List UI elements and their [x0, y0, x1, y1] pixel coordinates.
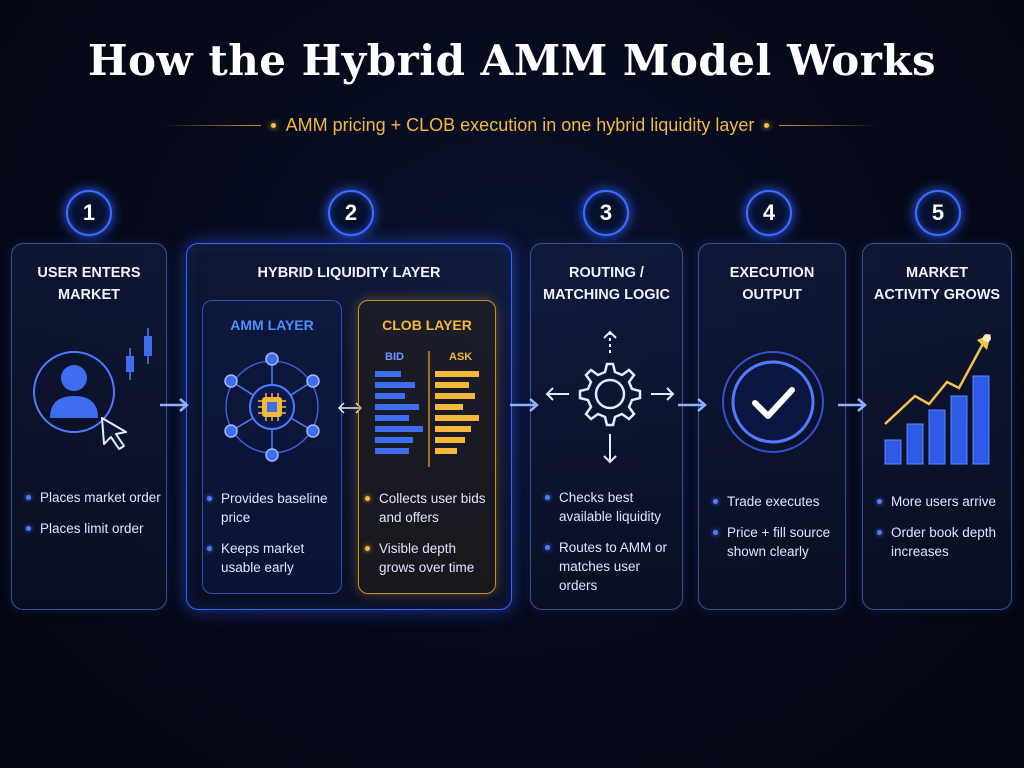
bid-label: BID [385, 351, 404, 363]
bullet: Order book depth increases [877, 523, 1011, 561]
arrow-right-icon [838, 398, 867, 412]
page-title: How the Hybrid AMM Model Works [87, 36, 937, 85]
step-card-user-enters-market: USER ENTERS MARKET Places market order P… [11, 243, 167, 610]
arrow-right-icon [510, 398, 539, 412]
step-card-execution-output: EXECUTION OUTPUT Trade executes Price + … [698, 243, 846, 610]
arrow-right-icon [678, 398, 707, 412]
step-number-2: 2 [328, 190, 374, 236]
amm-layer-panel: AMM LAYER Provides baseline price Keeps … [202, 300, 342, 594]
step-title: HYBRID LIQUIDITY LAYER [257, 265, 441, 281]
subtitle-dot-left [270, 122, 276, 128]
bullet: Price + fill source shown clearly [713, 523, 843, 561]
step-card-routing-matching-logic: ROUTING / MATCHING LOGIC Checks best ava… [530, 243, 683, 610]
clob-layer-panel: CLOB LAYER BID ASK Collects user bids an… [358, 300, 496, 594]
bidirectional-arrow-icon [337, 402, 363, 414]
ask-label: ASK [449, 351, 473, 363]
bullet: Routes to AMM or matches user orders [545, 538, 681, 595]
bullet: Visible depth grows over time [365, 539, 495, 577]
bullet: Checks best available liquidity [545, 488, 681, 526]
step-number-4: 4 [746, 190, 792, 236]
subtitle-divider-right [779, 124, 880, 126]
bullet: Provides baseline price [207, 489, 341, 527]
bullet: Keeps market usable early [207, 539, 341, 577]
clob-layer-title: CLOB LAYER [382, 317, 472, 333]
subtitle: AMM pricing + CLOB execution in one hybr… [285, 114, 755, 135]
bullet: More users arrive [877, 492, 1011, 511]
arrow-right-icon [160, 398, 189, 412]
subtitle-row: AMM pricing + CLOB execution in one hybr… [120, 114, 920, 136]
check-circle-icon [722, 351, 824, 453]
step-bullets: Trade executes Price + fill source shown… [713, 492, 843, 573]
subtitle-dot-right [764, 122, 770, 128]
step-title: ROUTING / MATCHING LOGIC [543, 265, 670, 303]
clob-bullets: Collects user bids and offers Visible de… [365, 489, 495, 589]
step-number-1: 1 [66, 190, 112, 236]
step-number-3: 3 [583, 190, 629, 236]
gear-arrows-icon [545, 330, 675, 464]
bullet: Collects user bids and offers [365, 489, 495, 527]
step-number-5: 5 [915, 190, 961, 236]
order-book-icon [375, 351, 479, 467]
bullet: Places market order [26, 488, 166, 507]
step-bullets: Checks best available liquidity Routes t… [545, 488, 681, 607]
step-title: USER ENTERS MARKET [37, 265, 141, 303]
step-title: MARKET ACTIVITY GROWS [873, 265, 1001, 303]
bullet: Trade executes [713, 492, 843, 511]
user-cursor-icon [33, 328, 152, 450]
amm-bullets: Provides baseline price Keeps market usa… [207, 489, 341, 589]
bullet: Places limit order [26, 519, 166, 538]
subtitle-divider-left [160, 124, 261, 126]
growth-chart-icon [884, 334, 991, 465]
amm-layer-title: AMM LAYER [230, 317, 314, 333]
step-bullets: Places market order Places limit order [26, 488, 166, 550]
step-title: EXECUTION OUTPUT [729, 265, 815, 303]
step-bullets: More users arrive Order book depth incre… [877, 492, 1011, 573]
network-chip-icon [224, 352, 320, 462]
step-card-market-activity-grows: MARKET ACTIVITY GROWS More users arrive … [862, 243, 1012, 610]
